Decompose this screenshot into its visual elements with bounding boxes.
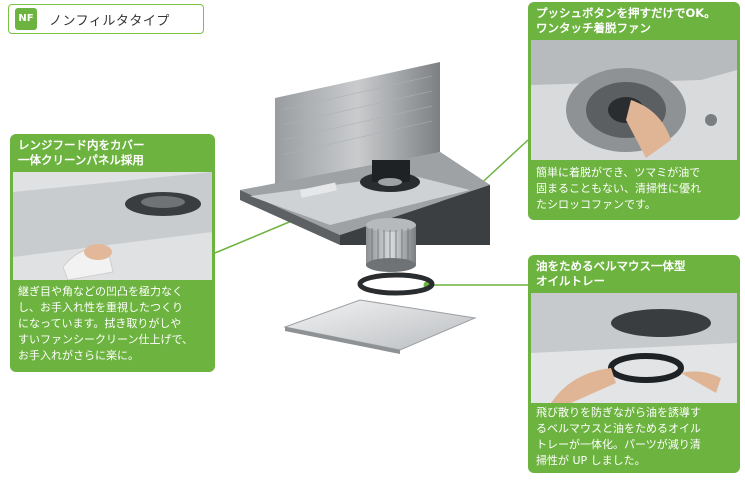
oil-tray-ring — [357, 272, 435, 296]
badge-label: ノンフィルタタイプ — [49, 13, 170, 29]
fan-top — [366, 218, 416, 232]
feature-title-panel: レンジフード内をカバー 一体クリーンパネル採用 — [18, 138, 145, 167]
feature-title-fan: プッシュボタンを押すだけでOK。 ワンタッチ着脱ファン — [536, 6, 716, 35]
motor-housing — [372, 160, 410, 182]
nf-logo-text: NF — [18, 13, 34, 24]
feature-card-panel: レンジフード内をカバー 一体クリーンパネル採用 継ぎ目や角などの凹凸を極力なく … — [10, 134, 215, 372]
panel-photo-illustration — [13, 172, 212, 280]
fan-bottom — [366, 258, 416, 272]
hood-front-edge — [240, 190, 340, 245]
type-badge: NF ノンフィルタタイプ — [8, 4, 204, 34]
feature-title-tray: 油をためるベルマウス一体型 オイルトレー — [536, 259, 686, 288]
feature-card-tray: 油をためるベルマウス一体型 オイルトレー 飛び散りを防ぎながら油を誘導す るベル… — [528, 255, 740, 473]
feature-body-panel: 継ぎ目や角などの凹凸を極力なく し、お手入れ性を重視したつくり になっています。… — [18, 285, 194, 362]
clean-panel-edge — [285, 327, 400, 354]
panel-photo — [13, 172, 212, 280]
clean-panel — [283, 299, 477, 351]
motor-shaft — [378, 178, 402, 186]
fan-photo-illustration — [531, 40, 737, 160]
feature-body-fan: 簡単に着脱ができ、ツマミが油で 固まることもない、清掃性に優れ たシロッコファン… — [536, 166, 701, 211]
nf-logo: NF — [15, 8, 37, 30]
control-strip — [300, 182, 337, 198]
tray-photo — [531, 293, 737, 403]
tray-photo-illustration — [531, 293, 737, 403]
fan-photo — [531, 40, 737, 160]
feature-body-tray: 飛び散りを防ぎながら油を誘導す るベルマウスと油をためるオイル トレーが一体化。… — [536, 406, 701, 467]
feature-card-fan: プッシュボタンを押すだけでOK。 ワンタッチ着脱ファン 簡単に着脱ができ、ツマミ… — [528, 2, 740, 220]
